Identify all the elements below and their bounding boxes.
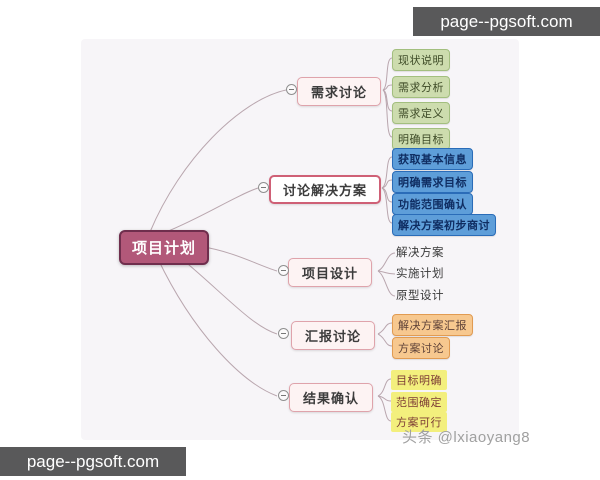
branch-node-solution-discussion[interactable]: 讨论解决方案 [269,175,382,204]
child-node[interactable]: 解决方案汇报 [392,314,473,336]
child-node[interactable]: 明确需求目标 [392,171,473,193]
branch-node-project-design[interactable]: 项目设计 [288,258,373,287]
child-node[interactable]: 明确目标 [392,128,450,150]
collapse-icon[interactable] [278,390,289,401]
child-node[interactable]: 原型设计 [396,290,444,302]
child-node[interactable]: 解决方案 [396,247,444,259]
branch-node-result-confirmation[interactable]: 结果确认 [289,383,374,412]
child-node[interactable]: 获取基本信息 [392,148,473,170]
child-node[interactable]: 目标明确 [391,370,447,390]
minus-line [281,395,286,396]
root-node[interactable]: 项目计划 [119,230,210,265]
minus-line [261,187,266,188]
child-node[interactable]: 解决方案初步商讨 [392,214,496,236]
collapse-icon[interactable] [278,265,289,276]
watermark-top-right: page--pgsoft.com [413,7,600,36]
minus-line [281,270,286,271]
branch-child-connectors [377,57,396,422]
child-node[interactable]: 实施计划 [396,268,444,280]
collapse-icon[interactable] [286,84,297,95]
minus-line [281,333,286,334]
collapse-icon[interactable] [258,182,269,193]
branch-node-requirements-discussion[interactable]: 需求讨论 [297,77,382,106]
child-node[interactable]: 功能范围确认 [392,193,473,215]
branch-node-report-discussion[interactable]: 汇报讨论 [291,321,376,350]
watermark-bottom-left: page--pgsoft.com [0,447,186,476]
child-node[interactable]: 需求分析 [392,76,450,98]
child-node[interactable]: 方案讨论 [392,337,450,359]
minus-line [289,89,294,90]
child-node[interactable]: 需求定义 [392,102,450,124]
child-node[interactable]: 现状说明 [392,49,450,71]
child-node[interactable]: 方案可行 [391,412,447,432]
root-branch-connectors [149,89,287,397]
collapse-icon[interactable] [278,328,289,339]
author-watermark: 头条 @lxiaoyang8 [402,429,531,446]
child-node[interactable]: 范围确定 [391,392,447,412]
